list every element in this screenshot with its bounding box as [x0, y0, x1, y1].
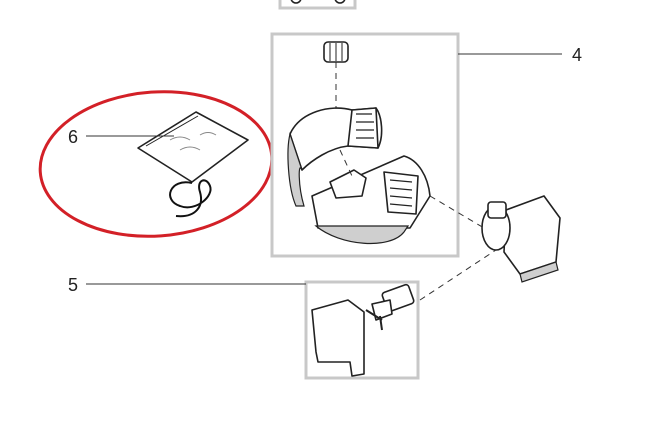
part-6-highlight-ellipse	[38, 90, 274, 238]
top-part-box	[278, 0, 357, 10]
part-6-bag-group[interactable]	[35, 84, 276, 244]
callout-5: 5	[68, 275, 78, 295]
filter-basket-icon	[311, 155, 431, 245]
housing-cover-icon	[311, 299, 365, 377]
part-4-filter-group[interactable]	[270, 32, 460, 258]
cord-icon	[169, 179, 212, 218]
callout-4: 4	[572, 45, 582, 65]
knob-icon	[323, 41, 349, 63]
part-5-box	[304, 280, 420, 380]
part-5-adapter-group[interactable]	[304, 280, 420, 380]
bag-icon	[137, 111, 249, 183]
part-4-box	[270, 32, 460, 258]
pump-icon	[419, 195, 561, 301]
callout-6: 6	[68, 127, 78, 147]
filter-lid-icon	[287, 107, 383, 207]
adapter-icon	[365, 283, 415, 331]
